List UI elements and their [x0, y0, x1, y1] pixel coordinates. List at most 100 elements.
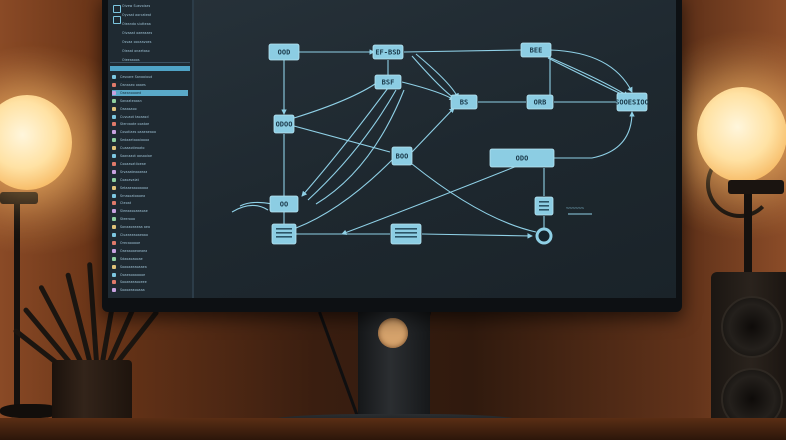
diagram-node-box[interactable]: [390, 223, 422, 245]
diagram-node[interactable]: [390, 223, 422, 245]
sidebar-top-item[interactable]: Oyvaat aorcateat: [122, 12, 188, 18]
sidebar-item-label: Soaoaeaooaaa: [120, 288, 145, 293]
diagram-node[interactable]: ORB: [526, 94, 554, 110]
sidebar-top-item-label: Oyvaat aorcateat: [122, 13, 152, 17]
diagram-node-label: OO: [280, 201, 288, 209]
diagram-node[interactable]: BEE: [520, 42, 552, 58]
sidebar-item[interactable]: Srvaaateaaaeaa: [112, 169, 188, 175]
sidebar-item[interactable]: Setaaeaaooaaaa: [112, 185, 188, 191]
sidebar-item[interactable]: Cuvuaot taoaasd: [112, 114, 188, 120]
sidebar-item-label: Oaaasaoo: [120, 106, 137, 111]
diagram-node-box[interactable]: [450, 94, 478, 110]
sidebar-top-item[interactable]: Oieanda siutteaa: [122, 21, 188, 27]
diagram-node[interactable]: OOD: [268, 43, 300, 61]
diagram-node-box[interactable]: [268, 43, 300, 61]
diagram-edge: [307, 89, 397, 201]
sidebar-item[interactable]: Srnasoatoaoea: [112, 193, 188, 199]
diagram-node[interactable]: BS: [450, 94, 478, 110]
flow-diagram: OOD EF-BSD BEE BSF BS ORB SOOESIOO ODOO BOO ODO OO…: [231, 42, 649, 245]
diagram-edge: [403, 49, 523, 53]
diagram-node-box[interactable]: [273, 114, 295, 134]
sidebar-top-item[interactable]: Oleaat onaetaso: [122, 48, 188, 54]
sidebar-item[interactable]: Cooaasatiioeae: [112, 161, 188, 167]
sidebar-top-item[interactable]: Oieeaaoos: [122, 57, 188, 63]
left-lamp-cap: [0, 192, 38, 204]
diagram-node-glyph: [276, 232, 292, 234]
sidebar-item[interactable]: Coaoavaiat: [112, 177, 188, 183]
sidebar-item[interactable]: Oaeaaoaeaeaea: [112, 248, 188, 254]
sidebar-item[interactable]: Sedaaetaoaiaooa: [112, 137, 188, 143]
diagram-node-glyph: [395, 232, 417, 234]
sidebar-item[interactable]: Sonaaoeaeaa aea: [112, 224, 188, 230]
left-lamp-globe: [0, 95, 72, 190]
right-lamp-globe: [697, 87, 786, 182]
diagram-node[interactable]: SOOESIOO: [615, 92, 649, 112]
diagram-node-box[interactable]: [489, 148, 555, 168]
sidebar-item[interactable]: Stervaate ooatae: [112, 121, 188, 127]
sidebar-item-icon: [112, 82, 116, 87]
diagram-node-box[interactable]: [526, 94, 554, 110]
sidebar-item[interactable]: Soaoaeaooaaa: [112, 287, 188, 293]
sidebar-item-icon: [112, 264, 116, 269]
sidebar-section-header-label: Sanaateiotnad: [113, 78, 138, 82]
diagram-node-box[interactable]: [616, 92, 648, 112]
diagram-node-label: ODOO: [276, 121, 293, 129]
diagram-node[interactable]: [534, 196, 554, 216]
diagram-node-box[interactable]: [374, 74, 402, 90]
diagram-edge: [549, 49, 633, 93]
diagram-node[interactable]: OO: [269, 195, 299, 213]
sidebar-item-label: Oaeaaoaeaeaea: [120, 248, 148, 253]
sidebar-top-item[interactable]: Oivew Suevoises: [122, 3, 188, 9]
sidebar-item-label: Sleeaaooaeaoae: [120, 209, 148, 214]
diagram-node[interactable]: EF-BSD: [372, 44, 404, 60]
diagram-edge: [411, 107, 455, 153]
sidebar-top-item[interactable]: Osvaa oocaavoes: [122, 39, 188, 45]
sidebar-item[interactable]: Sleeaaooaeaoae: [112, 208, 188, 214]
sidebar-item[interactable]: Sdaoaoaooae: [112, 256, 188, 262]
sidebar-top-icon[interactable]: [113, 5, 121, 13]
sidebar-item-label: Srvaaateaaaeaa: [120, 169, 148, 174]
diagram-node[interactable]: ODO: [489, 148, 555, 168]
sidebar-item[interactable]: Ooaeaoaaaaoe: [112, 272, 188, 278]
sidebar-item-icon: [112, 161, 116, 166]
sidebar-item[interactable]: Oaaasaoo: [112, 106, 188, 112]
sidebar-top-icon[interactable]: [113, 16, 121, 24]
left-lamp-base: [0, 404, 60, 418]
sidebar-item[interactable]: Sooaeaeaooeee: [112, 279, 188, 285]
sidebar-item[interactable]: Sanaateaasn: [112, 98, 188, 104]
sidebar-item[interactable]: Oanaseo oaaes: [112, 82, 188, 88]
sidebar-item-label: Coaoavaiat: [120, 177, 139, 182]
sidebar-item[interactable]: Cuaaaotieaato: [112, 145, 188, 151]
sidebar-item[interactable]: Steerooa: [112, 216, 188, 222]
sidebar-item[interactable]: Cteoat: [112, 200, 188, 206]
diagram-node-box[interactable]: [391, 146, 413, 166]
sidebar-item[interactable]: Oaeanooaed: [112, 89, 188, 96]
diagram-node-box[interactable]: [372, 44, 404, 60]
sidebar-top-item-label: Oivew Suevoises: [122, 4, 151, 8]
diagram-node-box[interactable]: [271, 223, 297, 245]
diagram-node-box[interactable]: [269, 195, 299, 213]
diagram-node[interactable]: BOO: [391, 146, 413, 166]
sidebar-item[interactable]: Saanaaot aasaoiae: [112, 153, 188, 159]
diagram-end-node[interactable]: [535, 227, 553, 245]
diagram-node[interactable]: [271, 223, 297, 245]
sidebar-item[interactable]: Orecaooaoe: [112, 240, 188, 246]
diagram-node-box[interactable]: [520, 42, 552, 58]
sidebar-item[interactable]: Cesvare Sanaaioud: [112, 74, 188, 80]
sidebar-item-label: Steerooa: [120, 217, 136, 222]
right-lamp-cap: [728, 180, 784, 194]
diagram-node[interactable]: ODOO: [273, 114, 295, 134]
diagram-edge: [552, 111, 635, 159]
diagram-edge: [341, 159, 533, 235]
sidebar-item[interactable]: Cluaeaeaoaeaao: [112, 232, 188, 238]
diagram-node[interactable]: BSF: [374, 74, 402, 90]
sidebar-section-header[interactable]: Sanaateiotnad: [110, 66, 190, 82]
sidebar-item-icon: [112, 154, 116, 158]
sidebar-item-label: Oanaseo oaaes: [120, 82, 146, 87]
sidebar-top-item[interactable]: Oivaaat oaeeaaes: [122, 30, 188, 36]
sidebar-item-icon: [112, 169, 116, 174]
sidebar-item[interactable]: Cosotiaes oaaeaeaoa: [112, 129, 188, 135]
sidebar-item[interactable]: Soaoaaeaoaaea: [112, 264, 188, 270]
sidebar-top-item-label: Oieeaaoos: [122, 58, 140, 62]
sidebar-item-label: Cuaaaotieaato: [120, 146, 145, 151]
